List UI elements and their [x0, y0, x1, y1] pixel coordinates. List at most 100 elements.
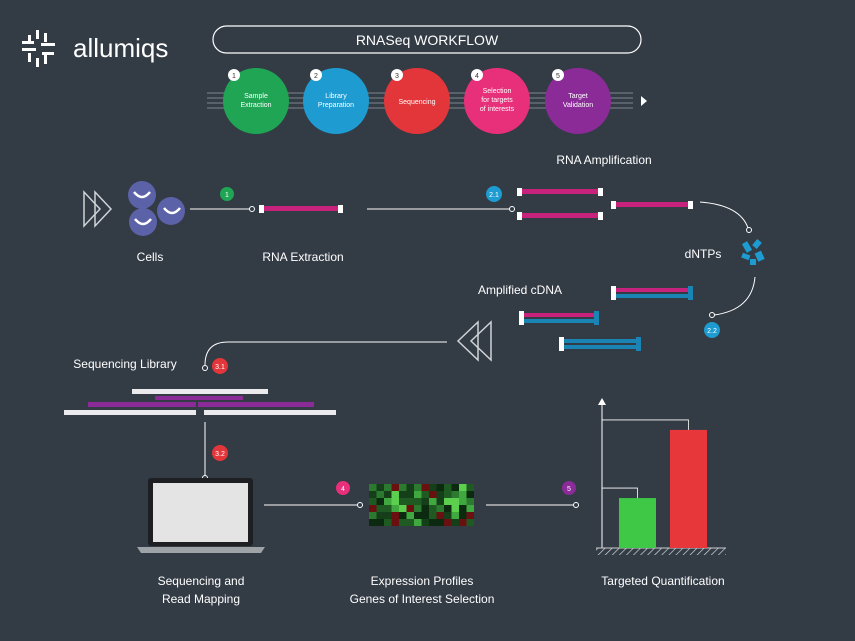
heatmap-cell: [384, 491, 392, 498]
heatmap-cell: [421, 519, 429, 526]
connector-dot: [509, 206, 515, 212]
bar-leader-line-2: [602, 419, 689, 430]
workflow-step-4: 4 Selection for targets of interests: [464, 68, 530, 134]
step-label-line2: Validation: [563, 102, 593, 109]
axis-arrow-icon: [598, 398, 606, 405]
heatmap-cell: [444, 512, 452, 519]
page-title: RNASeq WORKFLOW: [356, 32, 499, 48]
curve-connector: [699, 201, 749, 229]
label-seq-mapping-line2: Read Mapping: [162, 592, 240, 606]
heatmap-cell: [451, 498, 459, 505]
heatmap-cell: [459, 519, 467, 526]
heatmap-cell: [369, 519, 377, 526]
heatmap-cell: [406, 512, 414, 519]
badge-2-2: [704, 322, 720, 338]
workflow-step-2: 2 Library Preparation: [303, 68, 369, 134]
heatmap-cell: [369, 505, 377, 512]
heatmap-cell: [376, 519, 384, 526]
step-label-line1: Library: [325, 93, 347, 100]
sequencing-library-reads: [64, 389, 336, 415]
heatmap-cell: [459, 505, 467, 512]
workflow-step-3: 3 Sequencing: [384, 68, 450, 134]
badge-4: [336, 481, 350, 495]
heatmap-cell: [391, 498, 399, 505]
label-targeted-quantification: Targeted Quantification: [601, 574, 724, 588]
heatmap-cell: [429, 505, 437, 512]
heatmap-cell: [459, 491, 467, 498]
rna-strand-amplified-2: [517, 212, 603, 220]
heatmap-cell: [384, 519, 392, 526]
heatmap-cell: [429, 498, 437, 505]
heatmap-cell: [414, 484, 422, 491]
heatmap-cell: [384, 484, 392, 491]
heatmap-cell: [421, 491, 429, 498]
rna-strand-amplified-1: [517, 188, 603, 196]
connector-dot: [249, 206, 255, 212]
dntps-icon: [741, 239, 765, 265]
heatmap-cell: [421, 498, 429, 505]
step-label-line1: Sequencing: [399, 99, 436, 106]
label-rna-amplification: RNA Amplification: [556, 153, 651, 167]
connector-dot: [746, 227, 752, 233]
step-number: 5: [556, 73, 560, 80]
logo-mark-icon: [22, 30, 55, 67]
cdna-strand-1: [611, 286, 693, 300]
curve-connector: [713, 276, 756, 316]
heatmap-cell: [376, 484, 384, 491]
label-dntps: dNTPs: [685, 247, 722, 261]
heatmap-cell: [391, 512, 399, 519]
heatmap-cell: [451, 491, 459, 498]
label-expression-line2: Genes of Interest Selection: [350, 592, 495, 606]
step-number: 4: [475, 73, 479, 80]
heatmap-cell: [414, 505, 422, 512]
heatmap-cell: [369, 491, 377, 498]
heatmap-cell: [369, 484, 377, 491]
heatmap-cell: [399, 512, 407, 519]
heatmap-cell: [391, 505, 399, 512]
cdna-strand-2: [519, 311, 599, 325]
heatmap-cell: [421, 505, 429, 512]
laptop-icon: [137, 478, 265, 553]
bar-2: [670, 429, 707, 548]
step-label-line1: Selection: [483, 88, 512, 95]
heatmap-cell: [436, 519, 444, 526]
cdna-strand-3: [559, 337, 641, 351]
connector-dot: [202, 365, 208, 371]
step-label-line2: for targets: [481, 97, 513, 104]
heatmap-cell: [406, 484, 414, 491]
heatmap-cell: [376, 512, 384, 519]
badge-3-2: [212, 445, 228, 461]
heatmap-cell: [429, 491, 437, 498]
badge-3-1: [212, 358, 228, 374]
connector-dot: [573, 502, 579, 508]
heatmap-cell: [429, 512, 437, 519]
heatmap-cell: [406, 505, 414, 512]
header-pill: [212, 25, 642, 54]
heatmap-cell: [421, 484, 429, 491]
heatmap-cell: [436, 505, 444, 512]
badge-2-2-label: 2.2: [707, 328, 717, 335]
bar-leader-line-1: [602, 487, 638, 499]
heatmap-cell: [399, 519, 407, 526]
heatmap-cell: [459, 512, 467, 519]
label-expression-line1: Expression Profiles: [371, 574, 474, 588]
heatmap-cell: [459, 498, 467, 505]
heatmap-cell: [391, 491, 399, 498]
heatmap-cell: [466, 491, 474, 498]
heatmap-cell: [414, 498, 422, 505]
heatmap-cell: [414, 519, 422, 526]
heatmap-cell: [421, 512, 429, 519]
step-label-line1: Sample: [244, 93, 268, 100]
workflow-step-1: 1 Sample Extraction: [223, 68, 289, 134]
heatmap-cell: [391, 519, 399, 526]
heatmap-cell: [429, 484, 437, 491]
badge-4-label: 4: [341, 486, 345, 493]
label-sequencing-library: Sequencing Library: [73, 357, 176, 371]
heatmap-cell: [436, 484, 444, 491]
double-chevron-left-icon: [456, 320, 492, 362]
double-chevron-right-icon: [83, 190, 113, 228]
badge-2-1: [486, 186, 502, 202]
expression-heatmap: [369, 484, 474, 526]
heatmap-cell: [384, 505, 392, 512]
